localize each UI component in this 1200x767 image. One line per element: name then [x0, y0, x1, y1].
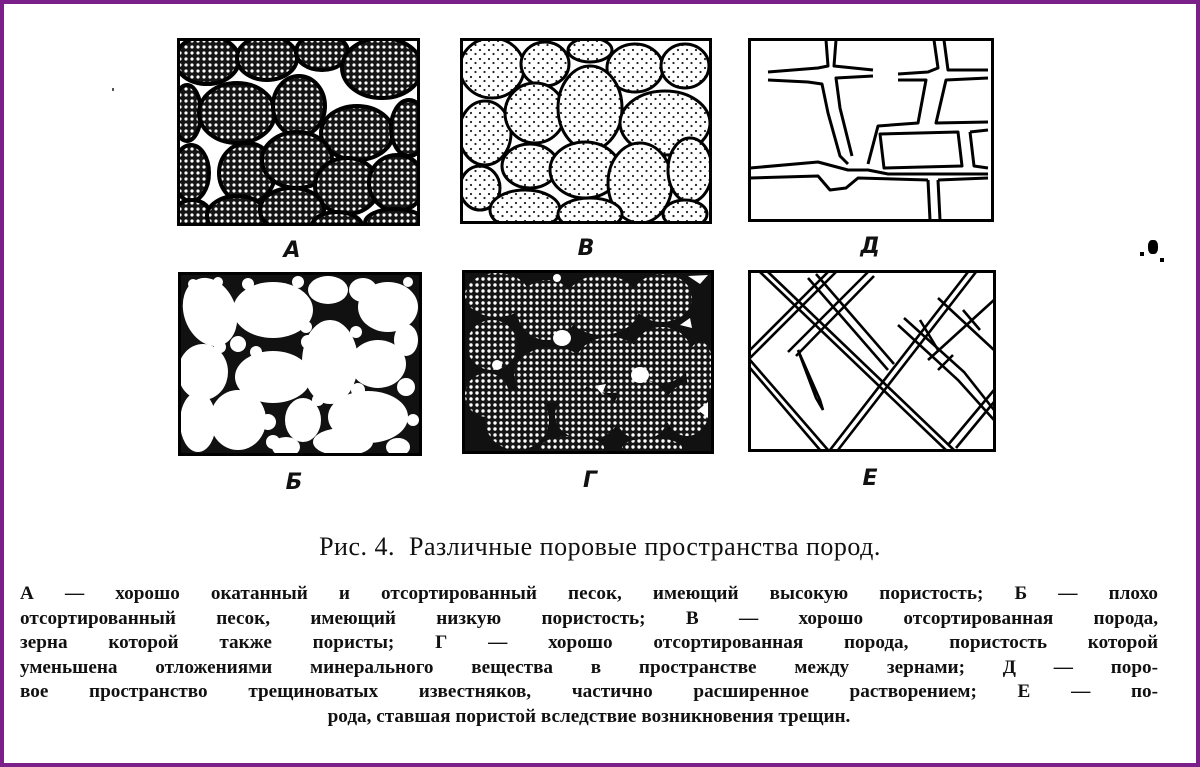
scan-speck [1148, 240, 1158, 254]
description-line: зерна которой также пористы; Г — хорошо … [20, 632, 1158, 653]
panel-b-label: Б [285, 470, 303, 495]
panel-a-well-sorted-sand [177, 38, 420, 226]
panel-v-label: В [577, 236, 595, 261]
figure-description: А — хорошо окатанный и отсортированный п… [20, 582, 1158, 729]
panel-e-fractured-rock [748, 270, 996, 452]
panel-d-fractured-limestone [748, 38, 994, 222]
panel-d-label: Д [860, 234, 880, 259]
description-line: рода, ставшая пористой вследствие возник… [327, 705, 851, 727]
scan-speck [1140, 252, 1144, 256]
figure-caption: Рис. 4. Различные поровые пространства по… [0, 532, 1200, 562]
figure-number: Рис. 4. [319, 532, 396, 561]
panel-e-label: Е [862, 466, 878, 491]
description-line: вое пространство трещиноватых известняко… [20, 681, 1158, 702]
panel-a-label: А [283, 238, 301, 263]
figure-title: Различные поровые пространства пород. [409, 532, 881, 561]
description-line: А — хорошо окатанный и отсортированный п… [20, 583, 1158, 604]
description-line: отсортированный песок, имеющий низкую по… [20, 607, 1158, 629]
scan-speck [1160, 258, 1164, 262]
panel-v-porous-grains [460, 38, 712, 224]
panel-g-label: Г [582, 468, 598, 493]
panel-g-cemented-rock [462, 270, 714, 454]
scan-speck [112, 88, 114, 91]
panel-b-poorly-sorted-sand [178, 272, 422, 456]
description-line: уменьшена отложениями минерального вещес… [20, 656, 1158, 678]
